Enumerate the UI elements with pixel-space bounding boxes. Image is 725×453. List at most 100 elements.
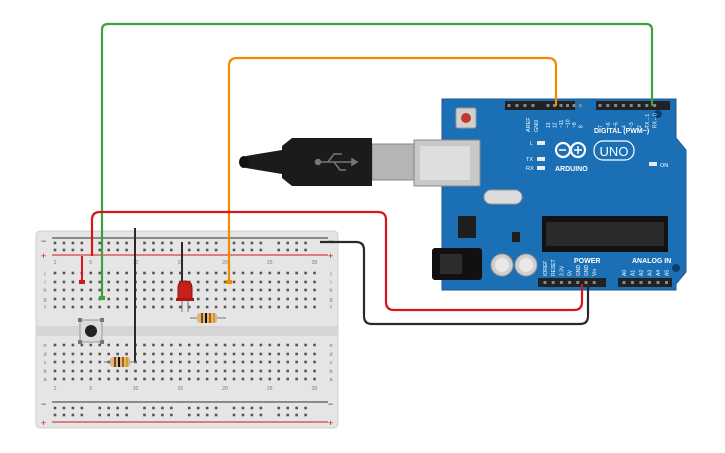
- breadboard-hole[interactable]: [62, 271, 66, 275]
- breadboard-hole[interactable]: [62, 369, 66, 373]
- rail-hole[interactable]: [232, 406, 236, 410]
- breadboard-hole[interactable]: [232, 305, 236, 309]
- breadboard-hole[interactable]: [304, 297, 307, 301]
- digital-pin[interactable]: [629, 104, 633, 107]
- breadboard-hole[interactable]: [143, 352, 146, 356]
- breadboard-hole[interactable]: [223, 271, 227, 275]
- breadboard-hole[interactable]: [313, 297, 316, 301]
- breadboard-hole[interactable]: [232, 360, 236, 364]
- breadboard-hole[interactable]: [286, 297, 289, 301]
- rail-hole[interactable]: [161, 241, 164, 245]
- breadboard-hole[interactable]: [313, 288, 316, 292]
- breadboard-hole[interactable]: [62, 297, 66, 301]
- rail-hole[interactable]: [259, 406, 263, 410]
- breadboard-hole[interactable]: [277, 352, 281, 356]
- rail-hole[interactable]: [107, 248, 110, 252]
- breadboard-hole[interactable]: [196, 288, 200, 292]
- rail-hole[interactable]: [62, 241, 66, 245]
- breadboard-hole[interactable]: [250, 271, 254, 275]
- breadboard-hole[interactable]: [259, 305, 263, 309]
- breadboard-hole[interactable]: [232, 280, 236, 284]
- breadboard-hole[interactable]: [223, 352, 227, 356]
- breadboard-hole[interactable]: [80, 360, 84, 364]
- rail-hole[interactable]: [116, 406, 119, 410]
- breadboard-hole[interactable]: [53, 369, 57, 373]
- breadboard-hole[interactable]: [71, 343, 75, 347]
- power-pin[interactable]: [559, 281, 563, 284]
- breadboard-hole[interactable]: [232, 288, 236, 292]
- rail-hole[interactable]: [152, 413, 155, 417]
- breadboard-hole[interactable]: [313, 360, 316, 364]
- rail-hole[interactable]: [286, 248, 289, 252]
- analog-pin[interactable]: [656, 281, 660, 284]
- breadboard-hole[interactable]: [268, 343, 272, 347]
- breadboard-hole[interactable]: [62, 360, 66, 364]
- rail-hole[interactable]: [250, 413, 254, 417]
- breadboard-hole[interactable]: [259, 369, 263, 373]
- breadboard-hole[interactable]: [214, 352, 218, 356]
- rail-hole[interactable]: [161, 413, 164, 417]
- rail-hole[interactable]: [125, 413, 128, 417]
- breadboard-hole[interactable]: [98, 377, 102, 381]
- breadboard-hole[interactable]: [170, 280, 173, 284]
- breadboard-hole[interactable]: [125, 343, 128, 347]
- breadboard-hole[interactable]: [187, 352, 191, 356]
- breadboard-hole[interactable]: [295, 369, 298, 373]
- breadboard-hole[interactable]: [250, 369, 254, 373]
- breadboard-hole[interactable]: [98, 305, 102, 309]
- rail-hole[interactable]: [259, 413, 263, 417]
- breadboard-hole[interactable]: [62, 343, 66, 347]
- digital-pin[interactable]: [606, 104, 610, 107]
- breadboard-hole[interactable]: [152, 271, 155, 275]
- rail-hole[interactable]: [250, 406, 254, 410]
- rail-hole[interactable]: [170, 406, 173, 410]
- breadboard-hole[interactable]: [116, 297, 119, 301]
- breadboard-hole[interactable]: [134, 377, 137, 381]
- breadboard-hole[interactable]: [286, 377, 289, 381]
- breadboard-hole[interactable]: [286, 352, 289, 356]
- breadboard-hole[interactable]: [62, 377, 66, 381]
- breadboard-hole[interactable]: [62, 352, 66, 356]
- breadboard-hole[interactable]: [214, 297, 218, 301]
- breadboard-hole[interactable]: [89, 271, 93, 275]
- digital-pin[interactable]: [559, 104, 563, 107]
- wire-red[interactable]: [90, 210, 584, 312]
- rail-hole[interactable]: [295, 413, 298, 417]
- breadboard-hole[interactable]: [80, 369, 84, 373]
- breadboard-hole[interactable]: [71, 352, 75, 356]
- digital-pin[interactable]: [566, 104, 569, 107]
- rail-hole[interactable]: [196, 248, 200, 252]
- digital-pin[interactable]: [598, 104, 602, 107]
- breadboard-hole[interactable]: [277, 271, 281, 275]
- breadboard-hole[interactable]: [98, 369, 102, 373]
- breadboard-hole[interactable]: [53, 343, 57, 347]
- breadboard-hole[interactable]: [89, 352, 93, 356]
- breadboard-hole[interactable]: [304, 288, 307, 292]
- rail-hole[interactable]: [53, 248, 57, 252]
- rail-hole[interactable]: [250, 241, 254, 245]
- rail-hole[interactable]: [98, 406, 102, 410]
- breadboard-hole[interactable]: [89, 343, 93, 347]
- breadboard-hole[interactable]: [250, 297, 254, 301]
- breadboard-hole[interactable]: [196, 280, 200, 284]
- breadboard-hole[interactable]: [268, 360, 272, 364]
- breadboard-hole[interactable]: [53, 360, 57, 364]
- rail-hole[interactable]: [161, 406, 164, 410]
- rail-hole[interactable]: [170, 248, 173, 252]
- breadboard-hole[interactable]: [259, 377, 263, 381]
- breadboard-hole[interactable]: [125, 352, 128, 356]
- breadboard-hole[interactable]: [116, 288, 119, 292]
- breadboard-hole[interactable]: [187, 369, 191, 373]
- breadboard-hole[interactable]: [152, 352, 155, 356]
- breadboard-hole[interactable]: [205, 360, 209, 364]
- rail-hole[interactable]: [62, 413, 66, 417]
- breadboard-hole[interactable]: [268, 288, 272, 292]
- breadboard-hole[interactable]: [143, 343, 146, 347]
- breadboard-hole[interactable]: [205, 369, 209, 373]
- rail-hole[interactable]: [250, 248, 254, 252]
- header-pin[interactable]: [515, 104, 519, 107]
- power-pin[interactable]: [543, 281, 547, 284]
- breadboard-hole[interactable]: [313, 305, 316, 309]
- rail-hole[interactable]: [125, 241, 128, 245]
- breadboard-hole[interactable]: [170, 377, 173, 381]
